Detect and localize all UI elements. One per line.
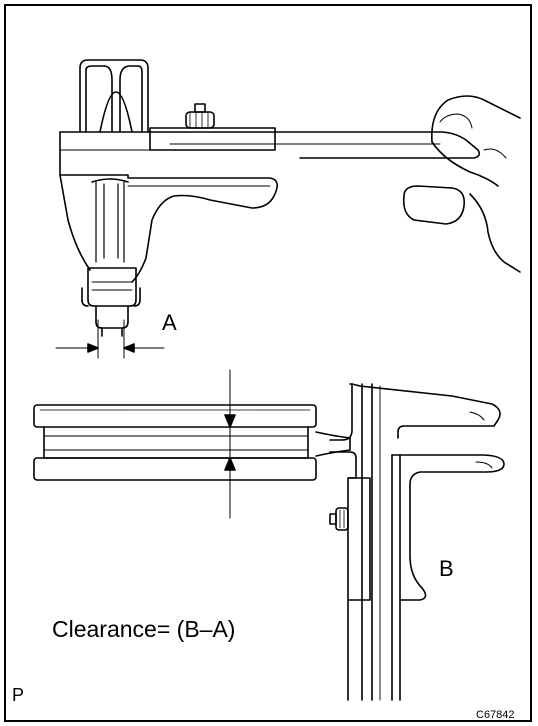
hand-illustration [402,95,521,273]
caliper-top-illustration [55,59,481,359]
clearance-formula: Clearance= (B–A) [52,616,236,642]
piston-ring-illustration [33,369,351,519]
label-b: B [439,556,454,581]
corner-label-p: P [12,685,25,705]
label-a: A [162,310,177,335]
figure-frame [4,4,532,722]
caliper-bottom-illustration [329,383,505,701]
figure-code: C67842 [476,709,515,721]
